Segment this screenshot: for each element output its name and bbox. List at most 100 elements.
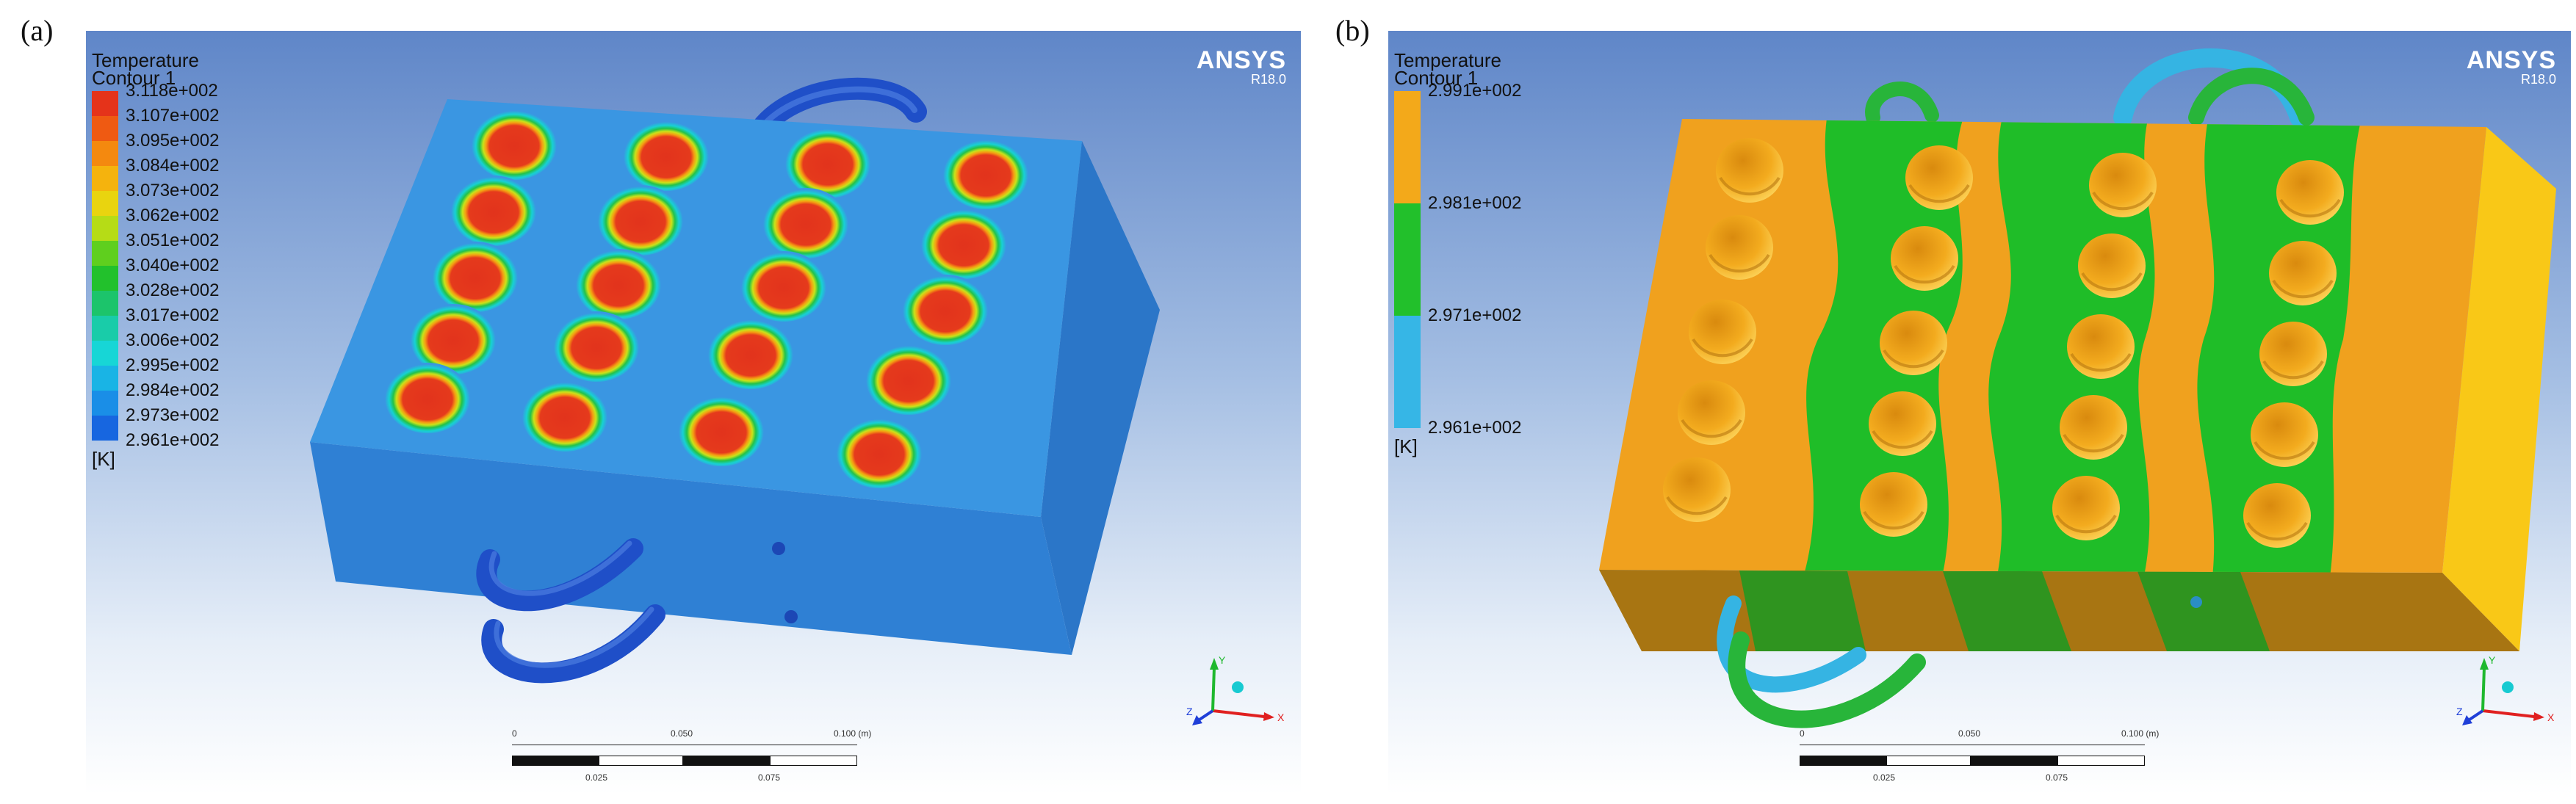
scale-bar-b: 0 0.050 0.100 (m) 0.025 0.075 <box>1800 728 2159 794</box>
channel-hole <box>679 396 764 466</box>
channel-hole <box>2276 160 2344 225</box>
scale-label: 0.050 <box>1958 728 1981 739</box>
hole-shade <box>2279 198 2341 218</box>
scene-b[interactable] <box>1388 31 2571 794</box>
scale-segment <box>2057 756 2145 766</box>
axis-z-label: Z <box>1186 706 1193 717</box>
channel-hole <box>576 249 661 319</box>
legend-tick-label: 3.040e+002 <box>126 256 220 275</box>
scene-a[interactable] <box>86 31 1301 794</box>
pipe-front-green <box>1728 631 1926 728</box>
axis-y-label: Y <box>2489 654 2496 666</box>
hole-shade <box>1883 349 1944 369</box>
legend-tick-label: 3.062e+002 <box>126 206 220 225</box>
channel-hole <box>1880 311 1947 375</box>
scale-label: 0.025 <box>1873 772 1896 783</box>
legend-swatch <box>92 416 118 441</box>
legend-tick-label: 3.084e+002 <box>126 156 220 175</box>
legend-swatch <box>92 141 118 166</box>
channel-hole <box>385 363 470 433</box>
brand-logo-b: ANSYS R18.0 <box>2467 48 2556 87</box>
axis-x-label: X <box>2547 711 2555 723</box>
port-upper <box>772 542 785 555</box>
channel-hole <box>708 319 793 389</box>
channel-hole <box>2060 395 2127 460</box>
legend-tick-label: 2.984e+002 <box>126 380 220 400</box>
channel-hole <box>2269 241 2337 305</box>
scale-label: 0.100 (m) <box>2121 728 2160 739</box>
hole-shade <box>2070 352 2132 372</box>
legend-title: Temperature <box>92 49 199 71</box>
legend-tick-label: 3.028e+002 <box>126 280 220 300</box>
pipe-front-upper <box>476 538 643 612</box>
legend-tick-label: 2.961e+002 <box>126 430 220 450</box>
legend-tick-label: 3.006e+002 <box>126 330 220 350</box>
channel-hole <box>2078 233 2146 298</box>
scale-segment <box>683 756 770 766</box>
channel-hole <box>411 304 496 374</box>
axis-triad-b: X Y Z <box>2456 654 2555 725</box>
scale-label: 0 <box>1800 728 1805 739</box>
scale-segment <box>1800 756 1886 766</box>
brand-name: ANSYS <box>1196 46 1286 74</box>
legend-swatch <box>92 391 118 416</box>
legend-swatch <box>92 241 118 266</box>
hole-shade <box>2055 514 2117 534</box>
channel-hole <box>785 128 870 198</box>
axis-z-label: Z <box>2456 706 2463 717</box>
legend-swatch <box>92 366 118 391</box>
channel-hole <box>2243 483 2311 548</box>
channel-hole <box>866 344 951 415</box>
legend-swatch <box>1394 91 1421 203</box>
legend-tick-label: 2.961e+002 <box>1428 418 1522 438</box>
channel-hole <box>2089 153 2157 217</box>
channel-hole <box>554 311 639 382</box>
block-side <box>2442 127 2556 651</box>
axis-x-label: X <box>1277 711 1285 723</box>
channel-hole <box>1689 300 1756 364</box>
legend-unit: [K] <box>1394 435 1418 457</box>
pipe-back-green <box>1865 82 1939 125</box>
hole-shade <box>2254 441 2315 460</box>
port <box>2190 596 2202 608</box>
scale-label: 0.100 (m) <box>834 728 872 739</box>
hole-shade <box>1872 430 1933 449</box>
legend-tick-label: 2.991e+002 <box>1428 81 1522 101</box>
channel-hole <box>1860 472 1927 537</box>
hole-shade <box>1908 184 1970 203</box>
front-band-green <box>1739 571 1866 651</box>
legend-bar <box>92 91 118 441</box>
channel-hole <box>1716 138 1783 203</box>
channel-hole <box>1891 226 1958 291</box>
scale-label: 0 <box>512 728 517 739</box>
legend-swatch <box>92 116 118 141</box>
legend-swatch <box>92 91 118 116</box>
front-band-green <box>2137 571 2270 651</box>
legend-swatch <box>1394 203 1421 316</box>
legend-swatch <box>92 166 118 191</box>
legend-tick-label: 3.051e+002 <box>126 231 220 250</box>
brand-release: R18.0 <box>1250 72 1286 87</box>
legend-title: Temperature <box>1394 49 1501 71</box>
scale-bar-a: 0 0.050 0.100 (m) 0.025 0.075 <box>512 728 871 794</box>
channel-hole <box>433 242 518 312</box>
legend-swatch <box>92 291 118 316</box>
hole-shade <box>1681 419 1742 438</box>
hole-shade <box>2272 279 2334 299</box>
scale-label: 0.050 <box>671 728 693 739</box>
scale-segment <box>599 756 683 766</box>
legend-swatch <box>92 216 118 241</box>
block-side <box>1041 141 1160 655</box>
channel-hole <box>1706 215 1773 280</box>
pipe-front-lower <box>481 604 665 684</box>
hole-shade <box>1692 338 1753 358</box>
channel-hole <box>921 209 1006 279</box>
channel-hole <box>1663 457 1731 522</box>
legend-subtitle: Contour 1 <box>1394 67 1479 89</box>
